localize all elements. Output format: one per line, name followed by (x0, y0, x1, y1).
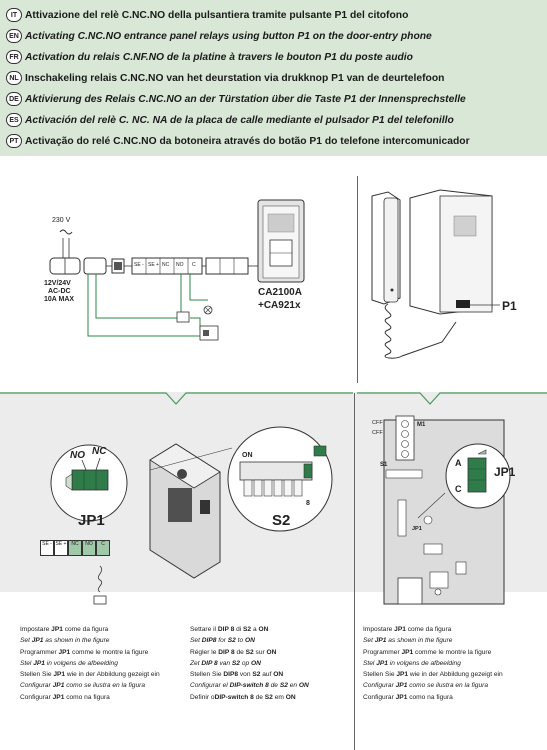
jp1-contact-nc: NC (92, 446, 107, 457)
instruction-line: Set DIP8 for S2 to ON (190, 637, 255, 645)
lang-badge: ES (6, 113, 22, 127)
jp1-contact-no: NO (70, 450, 85, 461)
lang-row-de: DE Aktivierung des Relais C.NC.NO an der… (6, 90, 466, 108)
s2-switch-number: 8 (306, 500, 310, 507)
p1-button-label: P1 (502, 299, 517, 313)
section-divider (357, 176, 358, 383)
jp1-terminal: NO (82, 540, 96, 556)
instruction-line: Configurar JP1 como na figura (20, 693, 110, 701)
instructions-middle: Settare il DIP 8 di S2 a ON Set DIP8 for… (190, 624, 309, 703)
instructions-right: Impostare JP1 come da figura Set JP1 as … (363, 624, 503, 703)
voltage-label: 230 V (52, 217, 71, 224)
terminal-se-minus: SE - (134, 262, 144, 268)
language-header: IT Attivazione del relè C.NC.NO della pu… (0, 0, 547, 156)
jp1-small-label: JP1 (412, 526, 422, 532)
jp1-terminal: SE - (40, 540, 54, 556)
right-jp1-label: JP1 (494, 465, 516, 479)
terminal-no: NO (176, 262, 184, 268)
lang-row-it: IT Attivazione del relè C.NC.NO della pu… (6, 6, 408, 24)
s2-on-label: ON (242, 452, 253, 459)
jp1-terminal-strip: SE - SE + NC NO C (40, 540, 110, 556)
instruction-line: Programmer JP1 comme le montre la figure (20, 648, 149, 656)
jp1-terminal: NC (68, 540, 82, 556)
instruction-line: Impostare JP1 come da figura (363, 626, 452, 633)
lang-badge: NL (6, 71, 22, 85)
instruction-line: Impostare JP1 come da figura (20, 626, 109, 633)
panel-module: +CA921x (258, 300, 301, 311)
instruction-line: Settare il DIP 8 di S2 a ON (190, 626, 269, 633)
supply-line-3: 10A MAX (44, 296, 75, 303)
terminal-se-plus: SE + (148, 262, 159, 268)
lang-text: Attivazione del relè C.NC.NO della pulsa… (25, 9, 409, 21)
lang-row-nl: NL Inschakeling relais C.NC.NO van het d… (6, 69, 444, 87)
lang-text: Activating C.NC.NO entrance panel relays… (25, 30, 432, 42)
lang-text: Activación del relè C. NC. NA de la plac… (25, 114, 454, 126)
lang-badge: EN (6, 29, 22, 43)
instruction-line: Stellen Sie JP1 wie in der Abbildung gez… (363, 671, 503, 679)
dip-switches (239, 445, 327, 497)
lang-text: Inschakeling relais C.NC.NO van het deur… (25, 72, 445, 84)
lang-row-es: ES Activación del relè C. NC. NA de la p… (6, 111, 454, 129)
instruction-line: Zet DIP 8 van S2 op ON (190, 659, 261, 667)
instruction-line: Configurar JP1 como se ilustra en la fig… (363, 682, 488, 690)
lang-row-fr: FR Activation du relais C.NF.NO de la pl… (6, 48, 413, 66)
terminal-c: C (192, 262, 196, 268)
cff-label-2: CFF (372, 430, 383, 436)
lang-row-pt: PT Activação do relé C.NC.NO da botoneir… (6, 132, 470, 150)
contact-c-label: C (455, 484, 462, 494)
cff-label-1: CFF (372, 420, 383, 426)
lang-badge: DE (6, 92, 22, 106)
lang-text: Activation du relais C.NF.NO de la plati… (25, 51, 413, 63)
supply-line-1: 12V/24V (44, 280, 71, 287)
panel-model: CA2100A (258, 287, 302, 298)
s1-label: S1 (380, 462, 388, 468)
instruction-line: Régler le DIP 8 de S2 sur ON (190, 648, 277, 656)
lang-badge: FR (6, 50, 22, 64)
contact-a-label: A (455, 458, 462, 468)
section-divider-lower (354, 393, 355, 750)
instruction-line: Set JP1 as shown in the figure (20, 637, 110, 645)
instruction-line: Stellen Sie DIP8 von S2 auf ON (190, 671, 284, 679)
lang-badge: IT (6, 8, 22, 22)
instruction-line: Stellen Sie JP1 wie in der Abbildung gez… (20, 671, 160, 679)
jp1-terminal: C (96, 540, 110, 556)
lang-text: Activação do relé C.NC.NO da botoneira a… (25, 135, 470, 147)
jp1-label: JP1 (78, 512, 105, 529)
instruction-line: Stel JP1 in volgens de afbeelding (20, 659, 118, 667)
m1-label: M1 (417, 422, 426, 428)
lang-text: Aktivierung des Relais C.NC.NO an der Tü… (25, 93, 466, 105)
lang-badge: PT (6, 134, 22, 148)
s2-label: S2 (272, 512, 291, 529)
instruction-line: Definir oDIP-switch 8 de S2 em ON (190, 693, 296, 701)
band-callouts (0, 392, 547, 405)
jp1-terminal: SE + (54, 540, 68, 556)
terminal-nc: NC (162, 262, 170, 268)
lang-row-en: EN Activating C.NC.NO entrance panel rel… (6, 27, 432, 45)
instruction-line: Stel JP1 in volgens de afbeelding (363, 659, 461, 667)
instruction-line: Configurar JP1 como na figura (363, 693, 453, 701)
supply-line-2: AC-DC (48, 288, 71, 295)
instructions-left: Impostare JP1 come da figura Set JP1 as … (20, 624, 160, 703)
instruction-line: Configurar JP1 como se ilustra en la fig… (20, 682, 145, 690)
instruction-line: Programmer JP1 comme le montre la figure (363, 648, 492, 656)
instruction-line: Configurar el DIP-switch 8 de S2 en ON (190, 682, 309, 690)
instruction-line: Set JP1 as shown in the figure (363, 637, 453, 645)
wiring-drawing (49, 199, 305, 341)
phone-drawing (371, 189, 500, 359)
